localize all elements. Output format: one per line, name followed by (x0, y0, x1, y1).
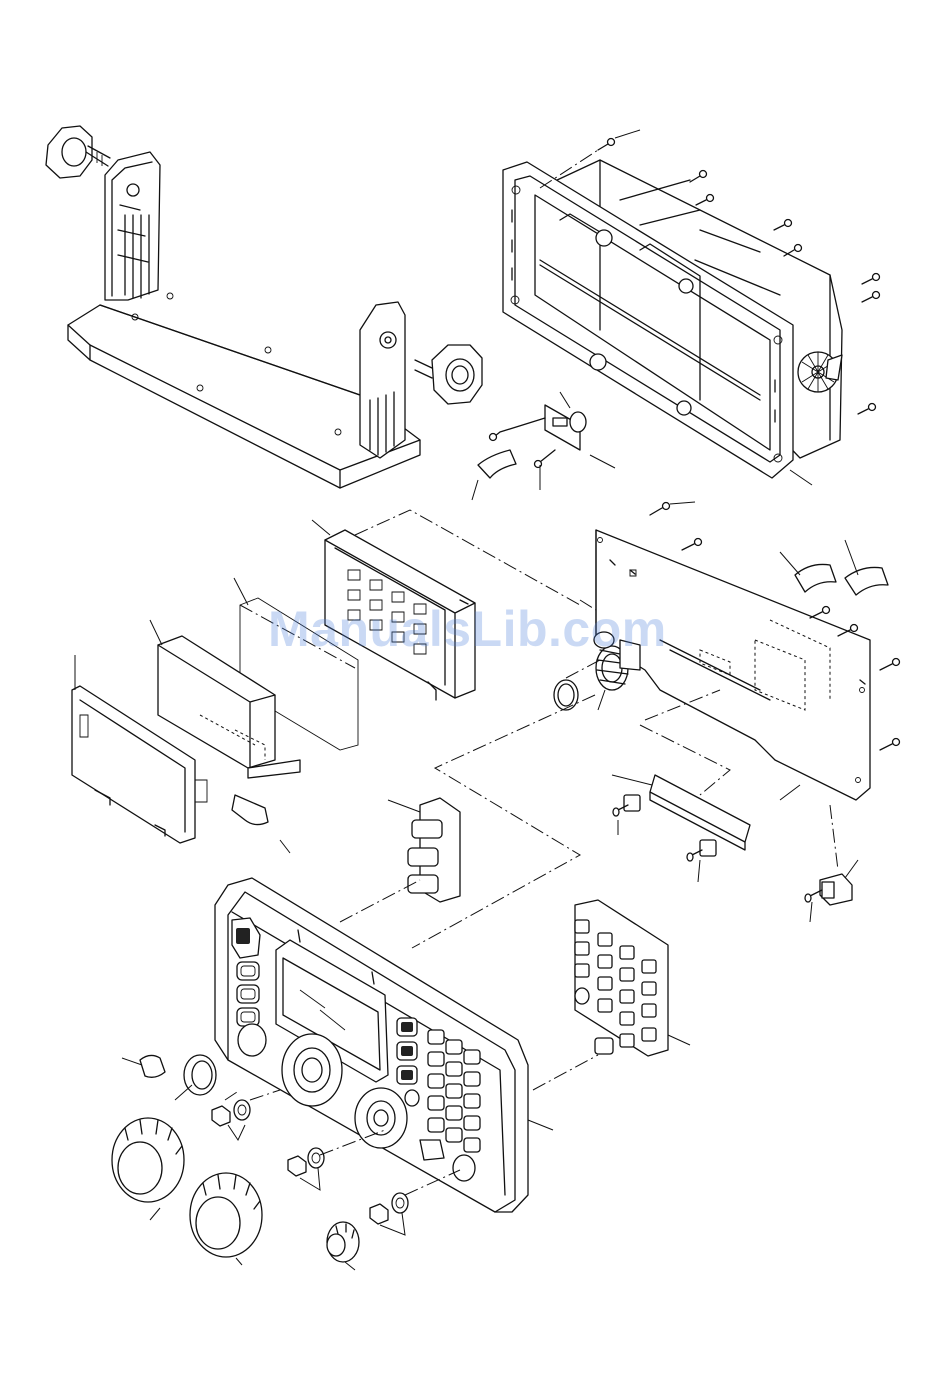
screw (690, 171, 707, 183)
screw (880, 659, 900, 671)
mounting-bracket (68, 152, 420, 488)
o-ring (554, 680, 578, 710)
bracket-knob-left (46, 126, 110, 178)
screw (862, 274, 880, 285)
screw (774, 220, 792, 231)
screw (682, 539, 702, 551)
large-knob-2 (190, 1173, 262, 1257)
button-rubber (408, 798, 460, 902)
flat-cable (795, 564, 888, 595)
main-pc-board (596, 503, 900, 801)
front-panel (215, 878, 528, 1212)
connector-plug (805, 874, 852, 905)
keypad-rubber (575, 900, 668, 1056)
knob-ring (184, 1055, 216, 1095)
screw (880, 739, 900, 751)
screw (810, 607, 830, 619)
connector-plug (687, 840, 716, 861)
small-knob (327, 1222, 359, 1262)
screw (650, 503, 670, 516)
bracket-knob-right (415, 345, 482, 404)
screw (862, 292, 880, 303)
screw (784, 245, 802, 257)
sub-board (613, 775, 750, 861)
screw (598, 139, 615, 151)
screw (696, 195, 714, 206)
large-knob (112, 1118, 184, 1202)
screw (858, 404, 876, 415)
flat-cable (232, 795, 268, 825)
connector-plug (613, 795, 640, 816)
flat-cable (478, 450, 516, 478)
knob-cap (140, 1055, 165, 1077)
keypad-holder (325, 530, 475, 700)
